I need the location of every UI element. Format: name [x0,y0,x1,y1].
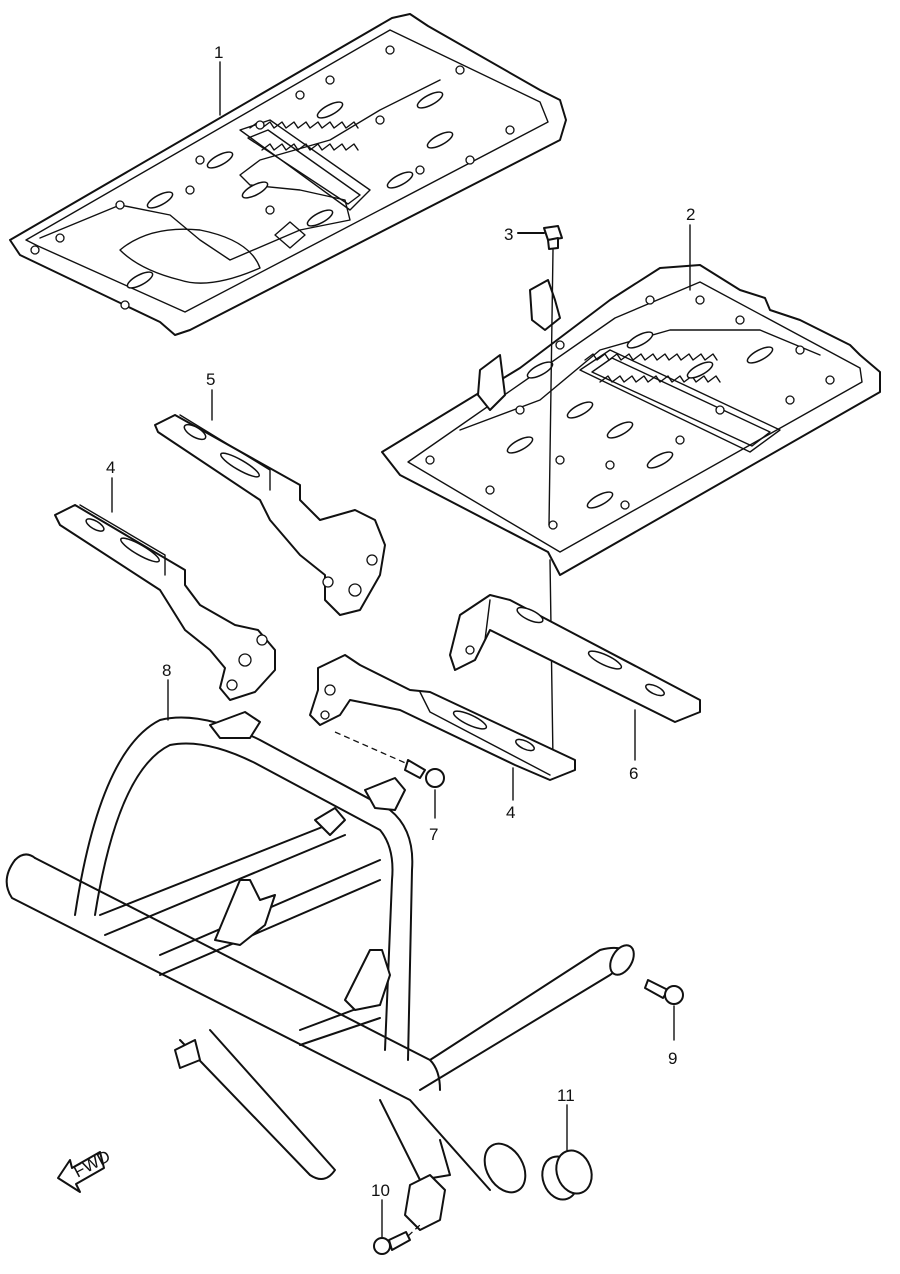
part-7-bolt [334,731,445,819]
callout-5: 5 [206,370,215,389]
part-3-bolt [517,225,563,250]
part-11-cap [541,1104,593,1201]
part-4-bracket-left [54,504,276,701]
callout-6: 6 [629,764,638,783]
fwd-label: FWD [70,1146,113,1181]
callout-10: 10 [371,1181,390,1200]
callout-4-left: 4 [106,458,115,477]
part-9-bolt [644,979,684,1041]
callout-7: 7 [429,825,438,844]
part-3-axis-line [548,249,554,526]
callout-9: 9 [668,1049,677,1068]
callout-4-center: 4 [506,803,515,822]
part-4-bracket-center [309,654,576,781]
forward-arrow-icon: FWD [57,1146,114,1193]
callouts: 1 2 3 4 4 5 6 7 8 9 10 11 [106,43,695,1200]
part-8-bumper-frame [5,711,635,1231]
callout-1: 1 [214,43,223,62]
callout-8: 8 [162,661,171,680]
callout-2: 2 [686,205,695,224]
part-1-floor-plate [9,13,567,336]
part-10-bolt [373,1199,421,1255]
part-2-floor-plate [381,264,881,576]
callout-3: 3 [504,225,513,244]
callout-11: 11 [557,1086,575,1105]
part-5-bracket [154,414,386,616]
leader-lines [111,61,691,801]
part-6-bracket [449,594,701,723]
